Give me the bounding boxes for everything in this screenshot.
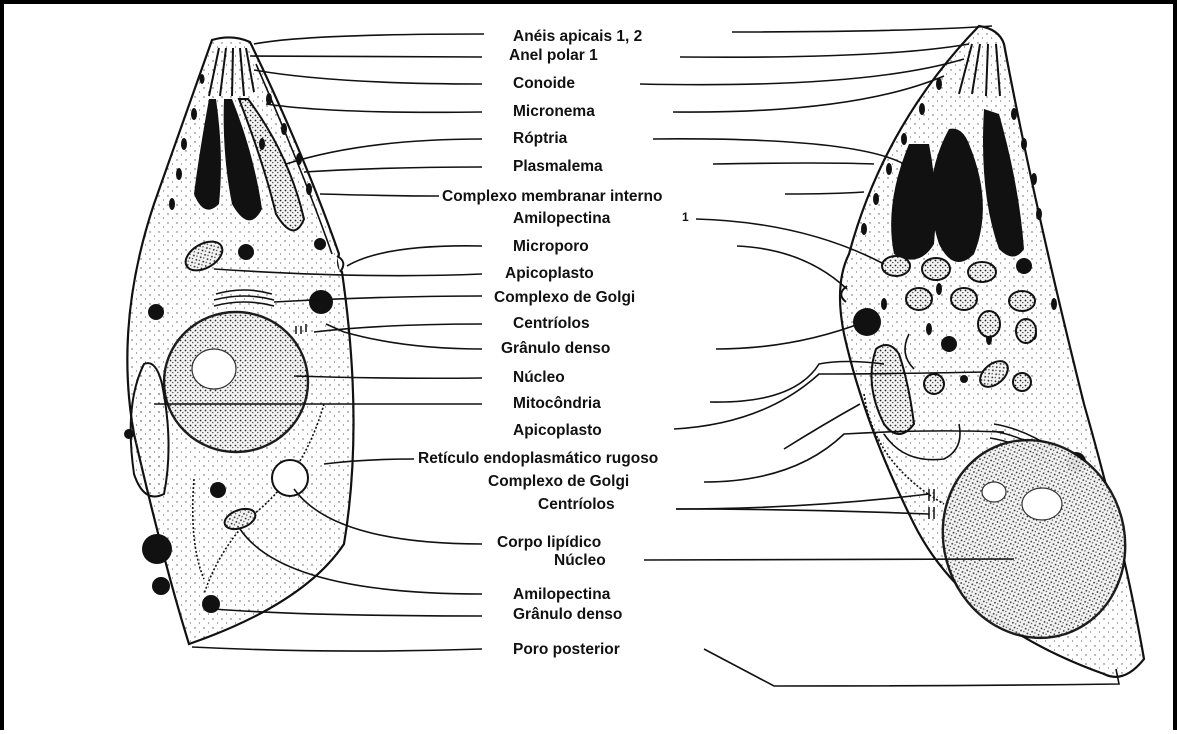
label-apicoplasto-top: Apicoplasto [505,265,594,282]
left-nucleolus [192,349,236,389]
label-amilopectina-top: Amilopectina [513,210,611,227]
label-mitocondria: Mitocôndria [513,395,601,412]
labels: Anéis apicais 1, 2 Anel polar 1 Conoide … [418,28,689,658]
label-nucleo-bottom: Núcleo [554,552,606,569]
label-microporo: Microporo [513,238,589,255]
left-cell [124,37,354,644]
label-reticulo: Retículo endoplasmático rugoso [418,450,658,467]
label-granulo-top: Grânulo denso [501,340,610,357]
label-corpo-lipidico: Corpo lipídico [497,534,601,551]
label-amilopectina-bottom: Amilopectina [513,586,611,603]
label-roptria: Róptria [513,130,568,147]
label-poro-posterior: Poro posterior [513,641,620,658]
label-centriolos-top: Centríolos [513,315,590,332]
right-nucleolus [1022,488,1062,520]
label-amilopectina-mark: 1 [682,210,689,224]
right-nucleolus-2 [982,482,1006,502]
left-lipid-body [272,460,308,496]
label-golgi-top: Complexo de Golgi [494,289,635,306]
label-centriolos-bottom: Centríolos [538,496,615,513]
label-anel-polar: Anel polar 1 [509,47,598,64]
label-micronema: Micronema [513,103,595,120]
label-golgi-bottom: Complexo de Golgi [488,473,629,490]
label-aneis-apicais: Anéis apicais 1, 2 [513,28,642,45]
left-nucleus [164,312,308,452]
right-cell [840,26,1153,677]
label-conoide: Conoide [513,75,575,92]
label-apicoplasto-bottom: Apicoplasto [513,422,602,439]
label-nucleo-top: Núcleo [513,369,565,386]
label-plasmalema: Plasmalema [513,158,603,175]
zoite-diagram: Anéis apicais 1, 2 Anel polar 1 Conoide … [4,4,1177,734]
label-complexo-membranar: Complexo membranar interno [442,188,663,205]
label-granulo-bottom: Grânulo denso [513,606,622,623]
